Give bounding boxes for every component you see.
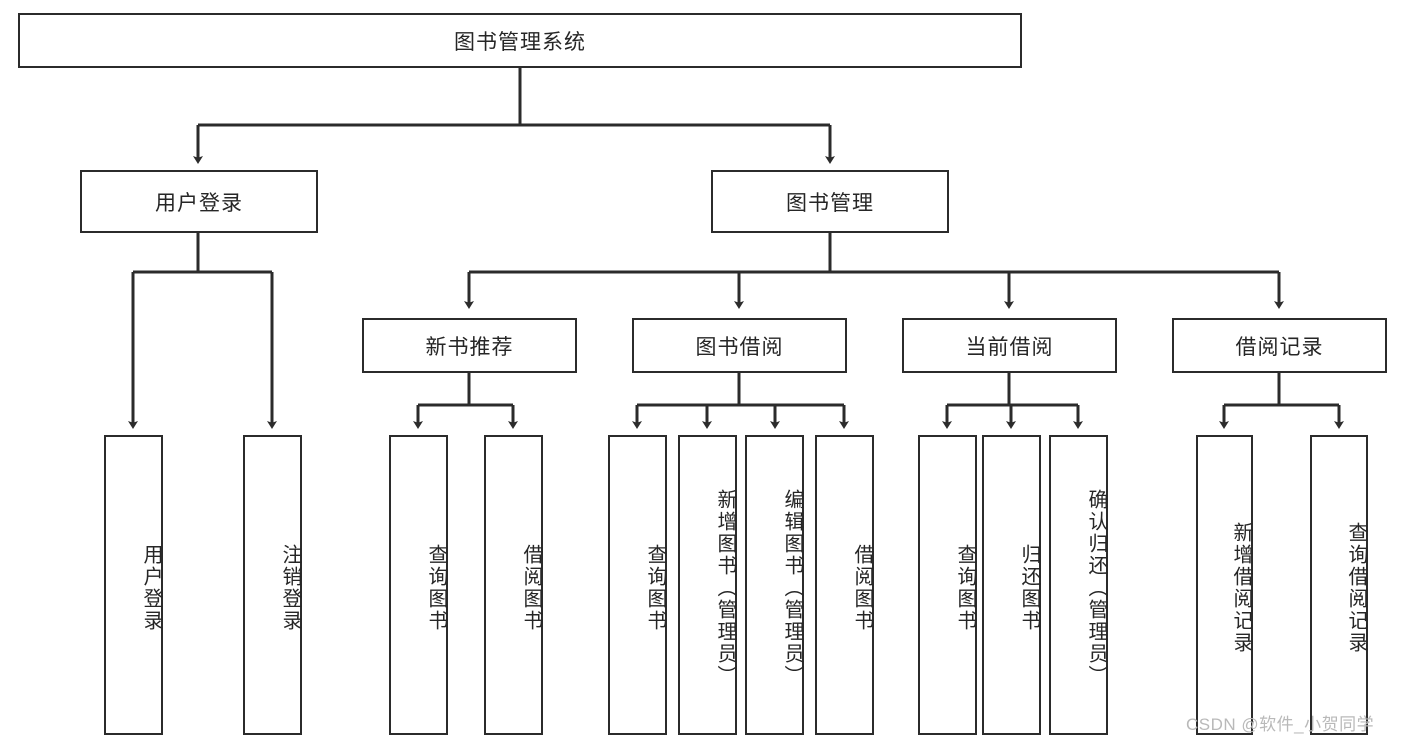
- node-borrowing-record[interactable]: 借阅记录: [1172, 318, 1387, 373]
- node-root[interactable]: 图书管理系统: [18, 13, 1022, 68]
- leaf-edit-book-admin[interactable]: 编辑图书（管理员）: [745, 435, 804, 735]
- node-book-management[interactable]: 图书管理: [711, 170, 949, 233]
- csdn-watermark: CSDN @软件_小贺同学: [1186, 715, 1375, 734]
- leaf-borrow-book-recommendation[interactable]: 借阅图书: [484, 435, 543, 735]
- leaf-query-borrowing-record[interactable]: 查询借阅记录: [1310, 435, 1368, 735]
- leaf-add-borrowing-record[interactable]: 新增借阅记录: [1196, 435, 1253, 735]
- leaf-query-book-current[interactable]: 查询图书: [918, 435, 977, 735]
- node-new-book-recommendation[interactable]: 新书推荐: [362, 318, 577, 373]
- node-current-borrowing[interactable]: 当前借阅: [902, 318, 1117, 373]
- leaf-query-book-recommendation[interactable]: 查询图书: [389, 435, 448, 735]
- node-book-borrowing[interactable]: 图书借阅: [632, 318, 847, 373]
- leaf-confirm-return-admin[interactable]: 确认归还（管理员）: [1049, 435, 1108, 735]
- leaf-add-book-admin[interactable]: 新增图书（管理员）: [678, 435, 737, 735]
- leaf-user-login[interactable]: 用户登录: [104, 435, 163, 735]
- leaf-return-book[interactable]: 归还图书: [982, 435, 1041, 735]
- leaf-query-book-borrowing[interactable]: 查询图书: [608, 435, 667, 735]
- leaf-logout[interactable]: 注销登录: [243, 435, 302, 735]
- leaf-borrow-book-borrowing[interactable]: 借阅图书: [815, 435, 874, 735]
- node-user-login[interactable]: 用户登录: [80, 170, 318, 233]
